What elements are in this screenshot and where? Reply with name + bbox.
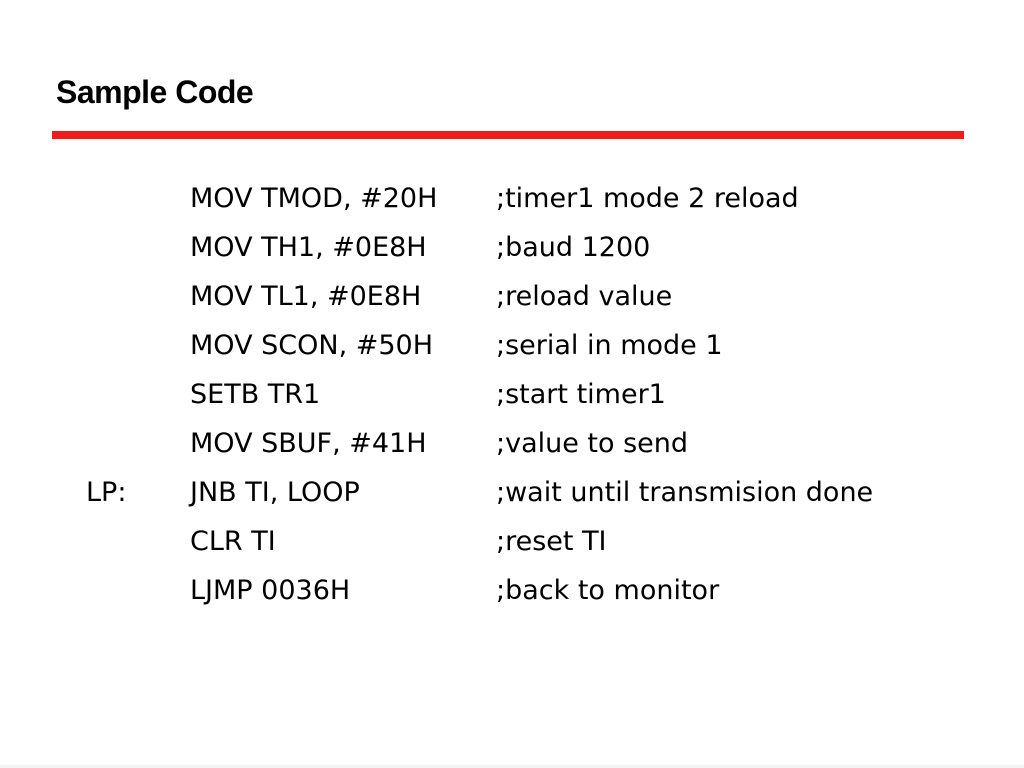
code-instruction: SETB TR1 xyxy=(190,379,321,410)
code-instruction: CLR TI xyxy=(190,526,276,557)
code-comment: ;back to monitor xyxy=(496,575,720,606)
code-comment: ;timer1 mode 2 reload xyxy=(496,183,799,214)
code-comment: ;value to send xyxy=(496,428,689,459)
code-instruction: JNB TI, LOOP xyxy=(190,477,360,508)
code-listing: MOV TMOD, #20H ;timer1 mode 2 reload MOV… xyxy=(86,174,966,615)
code-comment: ;start timer1 xyxy=(496,379,666,410)
code-comment: ;reload value xyxy=(496,281,673,312)
code-comment: ;reset TI xyxy=(496,526,607,557)
code-instruction: MOV TH1, #0E8H xyxy=(190,232,427,263)
slide-title: Sample Code xyxy=(56,74,254,110)
code-label: LP: xyxy=(86,477,127,508)
slide-bottom-edge xyxy=(0,765,1024,768)
code-instruction: MOV TMOD, #20H xyxy=(190,183,438,214)
code-instruction: MOV SCON, #50H xyxy=(190,330,434,361)
title-divider xyxy=(52,131,964,139)
code-instruction: MOV TL1, #0E8H xyxy=(190,281,422,312)
code-line: MOV TH1, #0E8H ;baud 1200 xyxy=(86,223,966,272)
code-comment: ;serial in mode 1 xyxy=(496,330,723,361)
code-line: CLR TI ;reset TI xyxy=(86,517,966,566)
code-line: MOV TL1, #0E8H ;reload value xyxy=(86,272,966,321)
code-line: LJMP 0036H ;back to monitor xyxy=(86,566,966,615)
code-line: MOV SCON, #50H ;serial in mode 1 xyxy=(86,321,966,370)
code-comment: ;baud 1200 xyxy=(496,232,651,263)
code-line: MOV SBUF, #41H ;value to send xyxy=(86,419,966,468)
code-instruction: LJMP 0036H xyxy=(190,575,351,606)
code-line: SETB TR1 ;start timer1 xyxy=(86,370,966,419)
code-comment: ;wait until transmision done xyxy=(496,477,874,508)
code-line: MOV TMOD, #20H ;timer1 mode 2 reload xyxy=(86,174,966,223)
code-instruction: MOV SBUF, #41H xyxy=(190,428,427,459)
code-line: LP: JNB TI, LOOP ;wait until transmision… xyxy=(86,468,966,517)
